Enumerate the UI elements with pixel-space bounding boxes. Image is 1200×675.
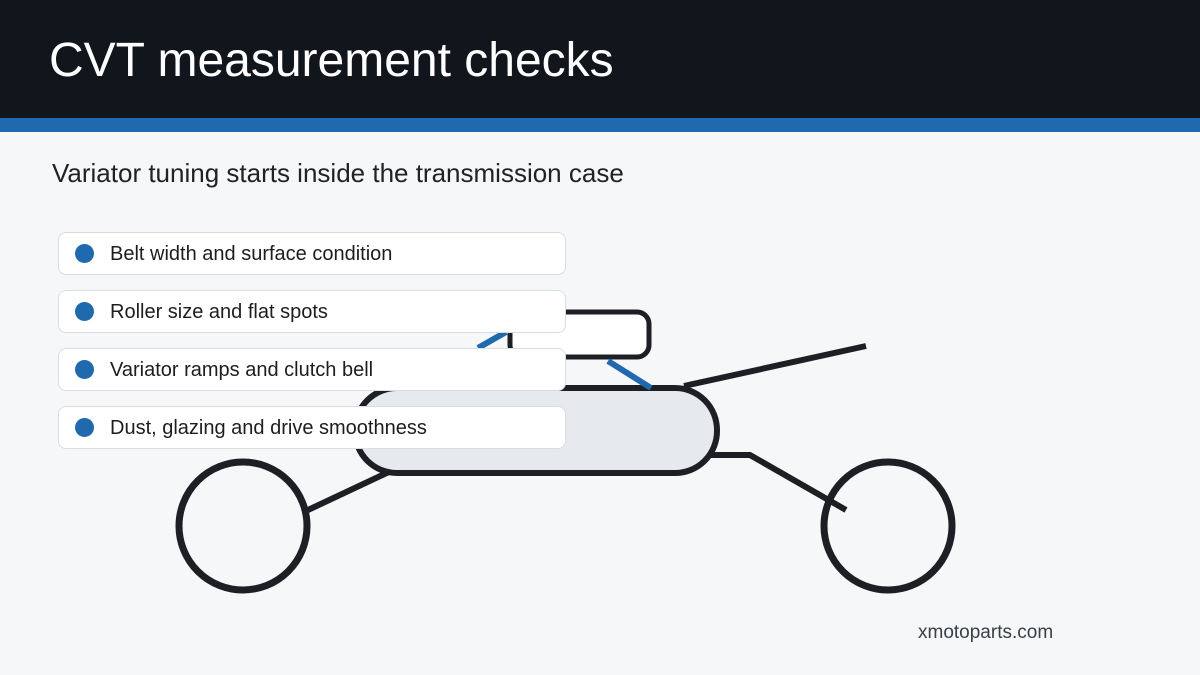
slide-header: CVT measurement checks — [0, 0, 1200, 118]
list-item: Dust, glazing and drive smoothness — [58, 406, 566, 449]
bullet-dot-icon — [75, 360, 94, 379]
list-item: Belt width and surface condition — [58, 232, 566, 275]
list-item: Roller size and flat spots — [58, 290, 566, 333]
list-item-label: Belt width and surface condition — [110, 243, 393, 265]
footer-brand: xmotoparts.com — [918, 622, 1054, 643]
front-wheel — [820, 458, 956, 594]
list-item-label: Dust, glazing and drive smoothness — [110, 417, 427, 439]
list-item-label: Roller size and flat spots — [110, 301, 328, 323]
bullet-dot-icon — [75, 302, 94, 321]
list-item-label: Variator ramps and clutch bell — [110, 359, 374, 381]
handlebar — [683, 343, 867, 389]
accent-link-right — [606, 358, 653, 391]
rear-wheel — [175, 458, 311, 594]
checklist: Belt width and surface condition Roller … — [58, 232, 566, 464]
list-item: Variator ramps and clutch bell — [58, 348, 566, 391]
accent-link-left — [476, 329, 508, 351]
page-title: CVT measurement checks — [49, 34, 614, 87]
bullet-dot-icon — [75, 418, 94, 437]
accent-bar — [0, 118, 1200, 132]
bullet-dot-icon — [75, 244, 94, 263]
slide-subtitle: Variator tuning starts inside the transm… — [52, 158, 624, 188]
